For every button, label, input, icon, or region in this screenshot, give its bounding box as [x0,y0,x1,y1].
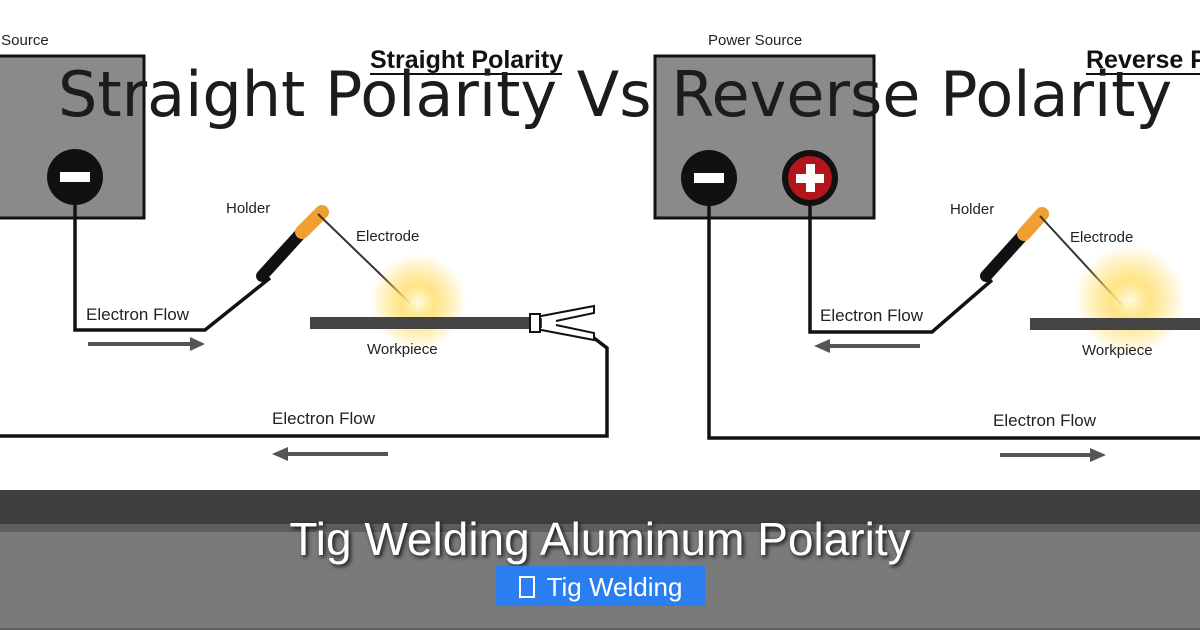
reverse-polarity-title: Reverse Po [1086,46,1200,74]
right-electrode-label: Electrode [1070,229,1133,246]
left-holder-icon [256,226,308,282]
left-electron-flow-lower-label: Electron Flow [272,409,376,428]
right-workpiece-label: Workpiece [1082,342,1153,359]
straight-polarity-title: Straight Polarity [370,46,563,74]
right-plus-vertical [806,164,815,192]
left-arc-glow [370,254,466,350]
right-minus-sign [694,173,724,183]
left-power-source-box [0,54,146,220]
right-return-cable [707,205,1200,440]
left-workpiece-label: Workpiece [367,341,438,358]
right-workpiece [1030,318,1200,330]
left-torch-cable [73,205,272,332]
right-electron-flow-lower-label: Electron Flow [993,411,1097,430]
folder-icon [518,576,535,598]
left-arrow-head-right-icon [190,337,205,351]
bottom-dark-strip [0,490,1200,524]
left-electrode-label: Electrode [356,228,419,245]
right-power-source-label: Power Source [708,32,802,49]
right-holder-label: Holder [950,201,994,218]
category-tag-button[interactable]: Tig Welding [496,566,705,606]
left-power-source-label: r Source [0,32,49,49]
straight-polarity-panel: r Source Straight Polarity Holder Electr… [0,32,609,461]
right-arrow-head-left-icon [814,339,830,353]
left-workpiece [310,317,542,329]
reverse-polarity-panel: Power Source Reverse Po Holder Electrode… [653,32,1200,462]
left-minus-sign [60,172,90,182]
left-holder-label: Holder [226,200,270,217]
banner-background-text: Straight Polarity Vs Reverse Polarity [58,58,1173,131]
post-title: Tig Welding Aluminum Polarity [289,513,911,565]
right-holder-icon [980,228,1030,282]
left-arrow-head-left-icon [272,447,288,461]
left-electron-flow-upper-label: Electron Flow [86,305,190,324]
category-tag-label: Tig Welding [546,572,683,602]
left-return-cable [0,336,609,438]
right-torch-tip-icon [1017,207,1049,241]
right-electron-flow-upper-label: Electron Flow [820,306,924,325]
right-torch-cable [808,205,994,334]
left-ground-clamp-icon [529,304,595,342]
right-arrow-head-right-icon [1090,448,1106,462]
right-arc-glow [1075,245,1185,355]
